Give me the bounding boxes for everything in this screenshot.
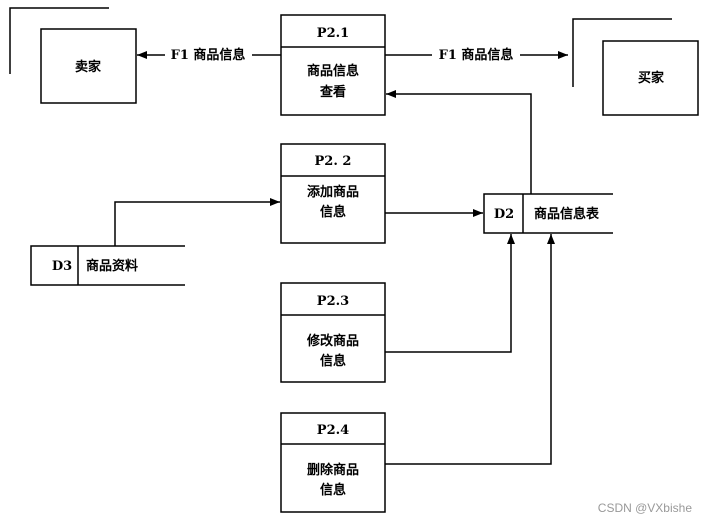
process-p2-4-line1: 删除商品: [307, 462, 359, 478]
store-d2: [483, 193, 613, 234]
flow-p2-3-to-d2: [385, 234, 515, 353]
process-p2-1: [280, 14, 386, 116]
store-d3-id: D3: [52, 259, 72, 274]
flow-label-to-seller: F1 商品信息: [171, 47, 246, 63]
store-d3-name: 商品资料: [86, 258, 138, 274]
process-p2-3: [280, 282, 386, 383]
flow-p2-4-to-d2: [385, 234, 555, 465]
process-p2-2-line1: 添加商品: [307, 184, 359, 200]
flow-d3-to-p2-2: [114, 198, 280, 246]
entity-buyer-label: 买家: [638, 70, 665, 86]
process-p2-1-line2: 查看: [319, 84, 346, 100]
process-p2-3-id: P2.3: [317, 294, 349, 309]
store-d3: [30, 245, 185, 286]
process-p2-2-line2: 信息: [320, 204, 346, 220]
entity-buyer: [572, 18, 699, 116]
watermark: CSDN @VXbishe: [598, 501, 693, 515]
flow-d2-to-p2-1: [386, 90, 532, 194]
process-p2-1-line1: 商品信息: [307, 63, 359, 79]
process-p2-4-id: P2.4: [317, 423, 349, 438]
entity-seller-label: 卖家: [75, 59, 102, 75]
process-p2-4-line2: 信息: [320, 482, 346, 498]
process-p2-4: [280, 412, 386, 513]
store-d2-id: D2: [494, 207, 514, 222]
store-d2-name: 商品信息表: [534, 206, 600, 222]
process-p2-3-line2: 信息: [320, 353, 346, 369]
process-p2-2: [280, 143, 386, 244]
entity-seller: [9, 7, 137, 104]
process-p2-1-id: P2.1: [317, 26, 349, 41]
flow-label-to-buyer: F1 商品信息: [439, 47, 514, 63]
process-p2-3-line1: 修改商品: [306, 333, 359, 349]
process-p2-2-id: P2. 2: [315, 154, 352, 169]
